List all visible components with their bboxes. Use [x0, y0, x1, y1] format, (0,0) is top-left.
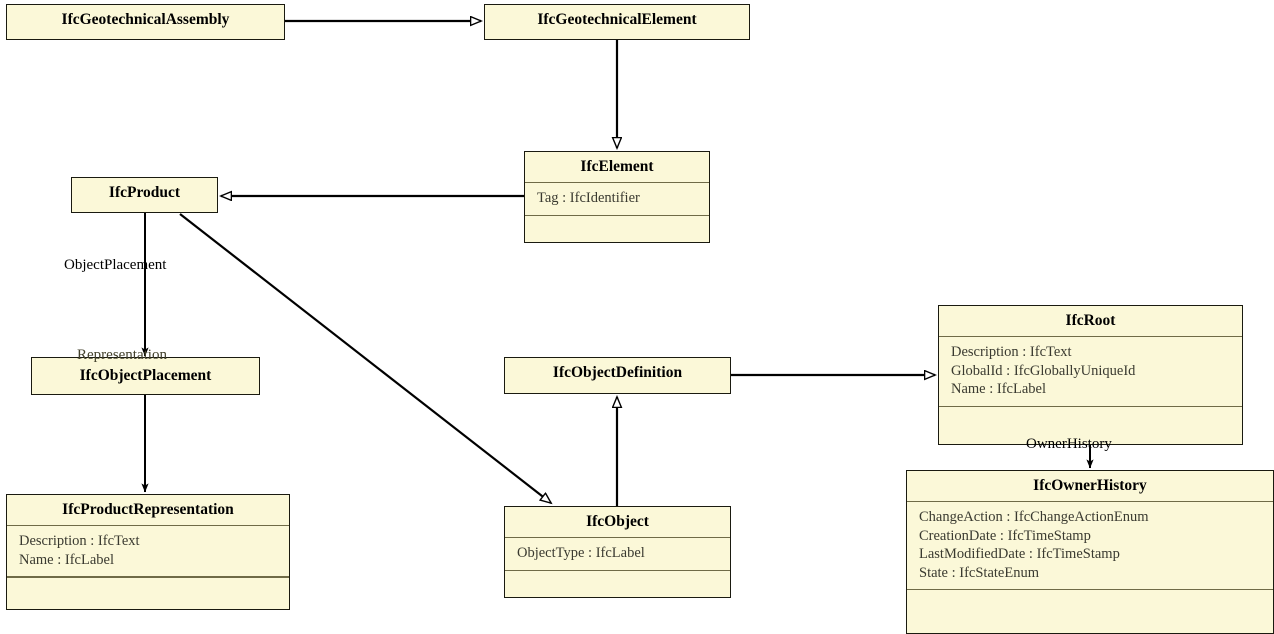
attribute-row: Tag : IfcIdentifier	[537, 190, 640, 207]
class-box-ifcobject[interactable]: IfcObject ObjectType : IfcLabel	[504, 506, 731, 598]
class-title: IfcRoot	[1065, 312, 1116, 329]
class-box-ifcelement[interactable]: IfcElement Tag : IfcIdentifier	[524, 151, 710, 243]
attributes-compartment: Description : IfcText GlobalId : IfcGlob…	[939, 337, 1242, 405]
attribute-row: Name : IfcLabel	[951, 381, 1047, 398]
edge-label-representation: Representation	[77, 347, 167, 363]
attribute-row: ObjectType : IfcLabel	[517, 545, 645, 562]
operations-compartment	[939, 407, 1242, 424]
class-box-ifcroot[interactable]: IfcRoot Description : IfcText GlobalId :…	[938, 305, 1243, 445]
compartment-divider	[939, 405, 1242, 408]
compartment-divider	[505, 536, 730, 539]
attribute-row: Name : IfcLabel	[19, 551, 115, 568]
class-box-ifcobjectdefinition[interactable]: IfcObjectDefinition	[504, 357, 731, 394]
compartment-divider	[907, 588, 1273, 591]
attributes-compartment: Description : IfcText Name : IfcLabel	[7, 526, 289, 576]
class-box-ifcproductrepresentation[interactable]: IfcProductRepresentation Description : I…	[6, 494, 290, 610]
class-title: IfcObject	[586, 513, 649, 530]
attributes-compartment: Tag : IfcIdentifier	[525, 183, 709, 214]
class-title: IfcOwnerHistory	[1033, 477, 1147, 494]
attributes-compartment: ChangeAction : IfcChangeActionEnum Creat…	[907, 502, 1273, 589]
operations-compartment	[505, 571, 730, 588]
class-box-ifcgeotechnicalelement[interactable]: IfcGeotechnicalElement	[484, 4, 750, 40]
compartment-divider	[505, 569, 730, 572]
compartment-divider	[525, 214, 709, 217]
attribute-row: LastModifiedDate : IfcTimeStamp	[919, 546, 1120, 563]
compartment-divider	[7, 576, 289, 578]
class-box-ifcgeotechnicalassembly[interactable]: IfcGeotechnicalAssembly	[6, 4, 285, 40]
class-title: IfcProduct	[108, 184, 181, 201]
compartment-divider	[939, 335, 1242, 338]
operations-compartment	[907, 590, 1273, 607]
class-title: IfcObjectPlacement	[79, 367, 212, 384]
operations-compartment	[525, 216, 709, 233]
attribute-row: ChangeAction : IfcChangeActionEnum	[919, 509, 1149, 526]
operations-compartment	[7, 578, 289, 595]
class-title: IfcGeotechnicalAssembly	[61, 11, 230, 28]
attribute-row: Description : IfcText	[19, 533, 140, 550]
compartment-divider	[907, 500, 1273, 503]
compartment-divider	[525, 181, 709, 184]
attributes-compartment: ObjectType : IfcLabel	[505, 538, 730, 569]
edge-label-objectplacement: ObjectPlacement	[64, 257, 167, 273]
class-title: IfcElement	[580, 158, 654, 175]
attribute-row: State : IfcStateEnum	[919, 564, 1039, 581]
class-title: IfcProductRepresentation	[62, 501, 234, 518]
class-title: IfcGeotechnicalElement	[537, 11, 697, 28]
attribute-row: GlobalId : IfcGloballyUniqueId	[951, 362, 1136, 379]
class-title: IfcObjectDefinition	[552, 364, 683, 381]
attribute-row: Description : IfcText	[951, 344, 1072, 361]
edge-label-ownerhistory: OwnerHistory	[1026, 436, 1112, 452]
compartment-divider	[7, 524, 289, 527]
class-box-ifcproduct[interactable]: IfcProduct	[71, 177, 218, 213]
class-box-ifcownerhistory[interactable]: IfcOwnerHistory ChangeAction : IfcChange…	[906, 470, 1274, 634]
attribute-row: CreationDate : IfcTimeStamp	[919, 527, 1091, 544]
